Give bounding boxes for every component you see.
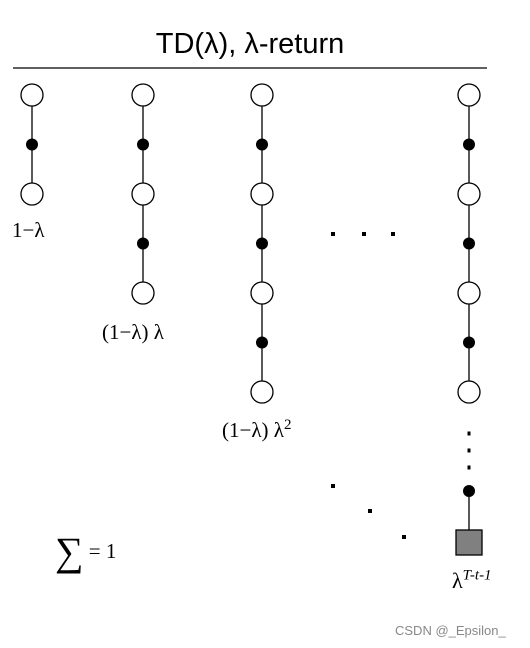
state-node (131, 83, 155, 107)
diagram-title: TD(λ), λ-return (155, 28, 345, 60)
horizontal-ellipsis-dot (362, 232, 366, 236)
backup-chain-4 (455, 83, 483, 556)
weight-exponent-final: T-t-1 (462, 567, 492, 584)
vertical-ellipsis-dot (467, 465, 471, 470)
state-node (457, 380, 481, 404)
backup-chain-3 (250, 83, 274, 404)
state-node (20, 83, 44, 107)
ellipsis-dots (331, 232, 406, 539)
diagonal-ellipsis-dot (331, 484, 335, 488)
weight-exponent-3-step: 2 (283, 417, 292, 433)
backup-chain-2 (131, 83, 155, 305)
action-node (463, 336, 475, 349)
action-node (137, 237, 149, 250)
state-node (131, 281, 155, 305)
action-node (256, 138, 268, 151)
action-node (463, 138, 475, 151)
action-node (26, 138, 38, 151)
horizontal-ellipsis-dot (331, 232, 335, 236)
action-node (137, 138, 149, 151)
vertical-ellipsis-dot (467, 431, 471, 436)
state-node (250, 281, 274, 305)
action-node (256, 237, 268, 250)
weight-label-3-step: (1−λ) λ2 (222, 417, 292, 443)
state-node (457, 182, 481, 206)
state-node (457, 83, 481, 107)
sigma-symbol: ∑ (55, 529, 84, 574)
state-node (131, 182, 155, 206)
state-node (250, 83, 274, 107)
diagonal-ellipsis-dot (402, 535, 406, 539)
sum-equals: = 1 (88, 539, 117, 563)
horizontal-ellipsis-dot (391, 232, 395, 236)
state-node (250, 380, 274, 404)
action-node (256, 336, 268, 349)
weight-label-final: λT-t-1 (452, 567, 492, 593)
watermark: CSDN @_Epsilon_ (395, 623, 506, 638)
diagonal-ellipsis-dot (368, 509, 372, 513)
vertical-ellipsis-dot (467, 448, 471, 453)
backup-diagrams (20, 83, 483, 556)
state-node (457, 281, 481, 305)
terminal-state (455, 529, 483, 556)
weight-label-2-step: (1−λ) λ (102, 320, 164, 344)
sum-equation: ∑ = 1 (55, 528, 116, 575)
backup-chain-1 (20, 83, 44, 206)
action-node-final (463, 485, 475, 497)
state-node (20, 182, 44, 206)
state-node (250, 182, 274, 206)
weight-label-1-step: 1−λ (12, 218, 45, 242)
action-node (463, 237, 475, 250)
